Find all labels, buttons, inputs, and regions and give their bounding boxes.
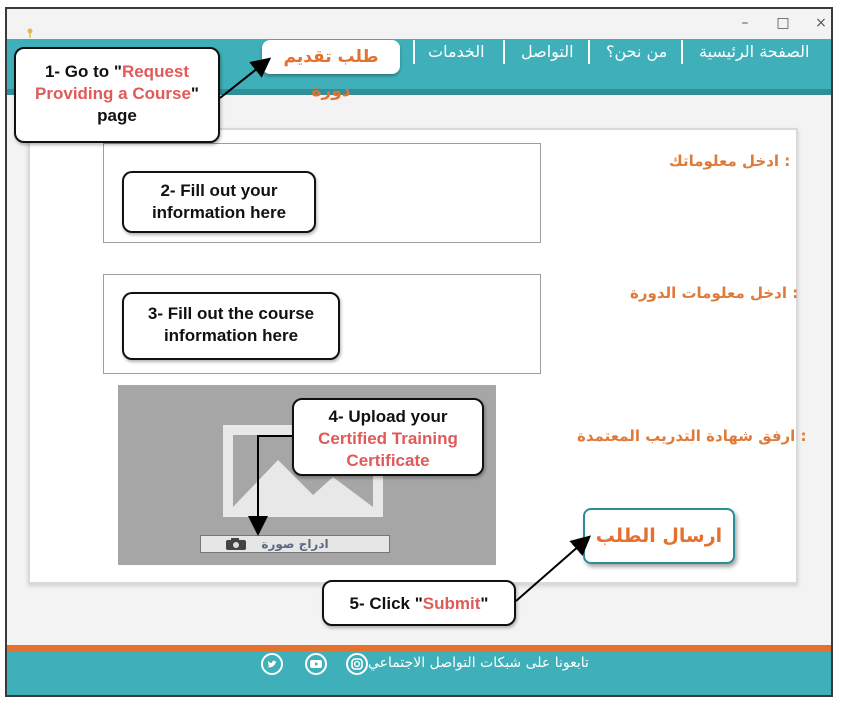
nav-divider (413, 40, 415, 64)
footer-accent-stripe (7, 645, 831, 651)
camera-icon (226, 538, 246, 550)
nav-divider (588, 40, 590, 64)
youtube-icon[interactable] (305, 653, 327, 675)
callout-1-text: 1- Go to " (44, 62, 122, 81)
title-bar: – □ × (7, 9, 831, 37)
callout-1-highlight: Request Providing a Course (35, 62, 191, 103)
course-info-label: ادخل معلومات الدورة : (630, 284, 799, 302)
arrow-1 (219, 57, 272, 99)
callout-step-5: 5- Click "Submit" (322, 580, 516, 626)
callout-4-highlight: Certified Training Certificate (318, 429, 458, 470)
nav-services[interactable]: الخدمات (428, 42, 485, 61)
footer-bar (7, 651, 831, 695)
callout-4-text: 4- Upload your (328, 407, 448, 426)
callout-step-4: 4- Upload your Certified Training Certif… (292, 398, 484, 476)
arrow-5 (515, 535, 592, 602)
callout-step-2: 2- Fill out your information here (122, 171, 316, 233)
nav-divider (503, 40, 505, 64)
nav-contact[interactable]: التواصل (521, 42, 574, 61)
callout-2-text: 2- Fill out your information here (151, 181, 287, 222)
certificate-label: ارفق شهادة التدريب المعتمدة : (577, 427, 807, 445)
nav-divider (681, 40, 683, 64)
footer-follow-text: تابعونا على شبكات التواصل الاجتماعي (368, 655, 589, 671)
nav-about[interactable]: من نحن؟ (606, 42, 668, 61)
upload-button-label: ادراج صورة (261, 537, 329, 551)
insert-image-button[interactable]: ادراج صورة (200, 535, 390, 553)
callout-step-3: 3- Fill out the course information here (122, 292, 340, 360)
callout-5-text-end: " (480, 594, 489, 613)
maximize-button[interactable]: □ (776, 15, 790, 31)
arrow-4 (248, 435, 292, 536)
twitter-icon[interactable] (261, 653, 283, 675)
nav-request-course[interactable]: طلب تقديم دورة (262, 40, 400, 101)
callout-1-text-end: " page (97, 84, 199, 125)
submit-button[interactable]: ارسال الطلب (583, 508, 735, 564)
callout-5-text: 5- Click " (349, 594, 423, 613)
nav-home[interactable]: الصفحة الرئيسية (699, 42, 810, 61)
your-info-label: ادخل معلوماتك : (669, 152, 791, 170)
callout-3-text: 3- Fill out the course information here (147, 304, 315, 345)
callout-5-highlight: Submit (422, 594, 481, 613)
nav-bar-shadow (7, 89, 831, 95)
instagram-icon[interactable] (346, 653, 368, 675)
close-button[interactable]: × (815, 15, 827, 31)
pin-icon (27, 28, 33, 38)
callout-step-1: 1- Go to "Request Providing a Course" pa… (14, 47, 220, 143)
minimize-button[interactable]: – (741, 15, 749, 31)
